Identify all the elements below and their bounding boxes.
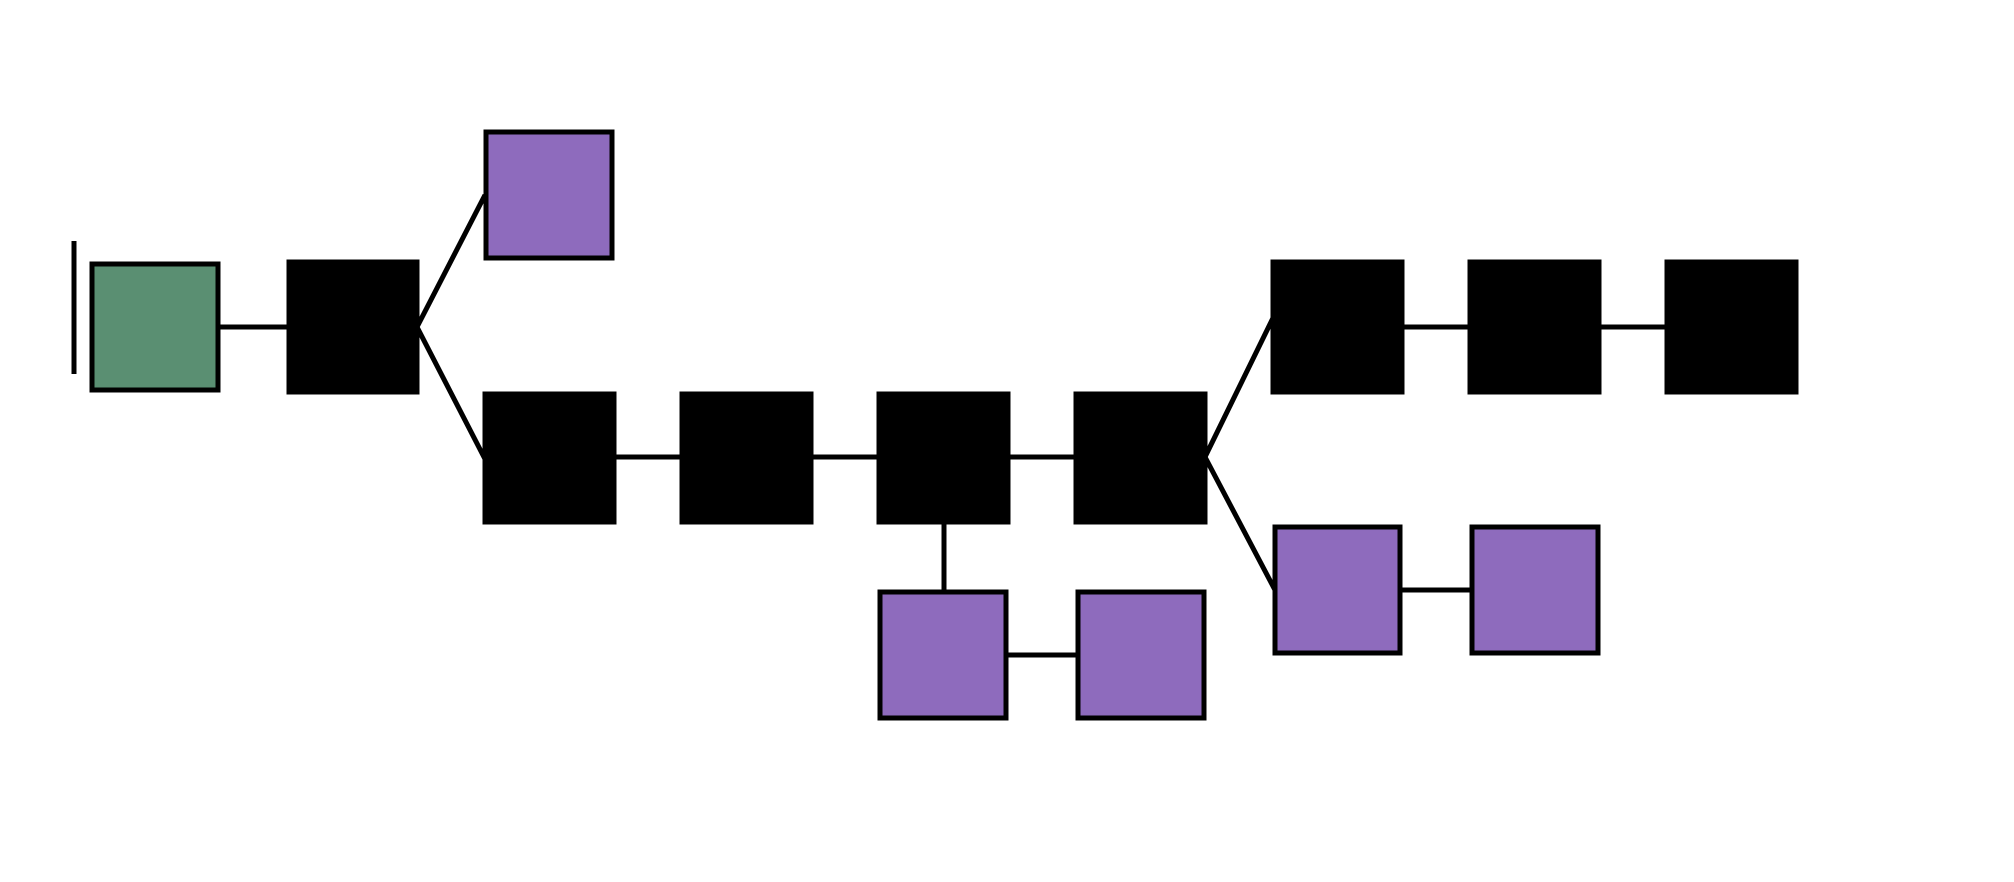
main-chain-block	[482, 391, 617, 525]
main-chain-block	[1270, 259, 1405, 395]
main-chain-block	[1073, 391, 1208, 525]
orphan-block-bottom-2	[1075, 589, 1207, 721]
main-chain-block	[1664, 259, 1799, 395]
orphan-block-right-1	[1272, 524, 1403, 656]
edge-block-1-to-block-2	[414, 325, 488, 461]
orphan-block-bottom-1	[877, 589, 1009, 721]
genesis-block	[89, 261, 221, 393]
edge-block-1-to-orphan-top	[414, 193, 488, 329]
main-chain-block	[876, 391, 1011, 525]
main-chain-block	[1467, 259, 1602, 395]
edge-block-5-to-block-6	[1202, 316, 1276, 459]
orphan-block-top	[483, 129, 615, 261]
edges	[220, 193, 1667, 658]
blocks	[89, 129, 1799, 721]
orphan-block-right-2	[1469, 524, 1601, 656]
edge-block-5-to-orphan-right-1	[1202, 455, 1278, 592]
main-chain-block	[679, 391, 814, 525]
main-chain-block	[286, 259, 420, 395]
